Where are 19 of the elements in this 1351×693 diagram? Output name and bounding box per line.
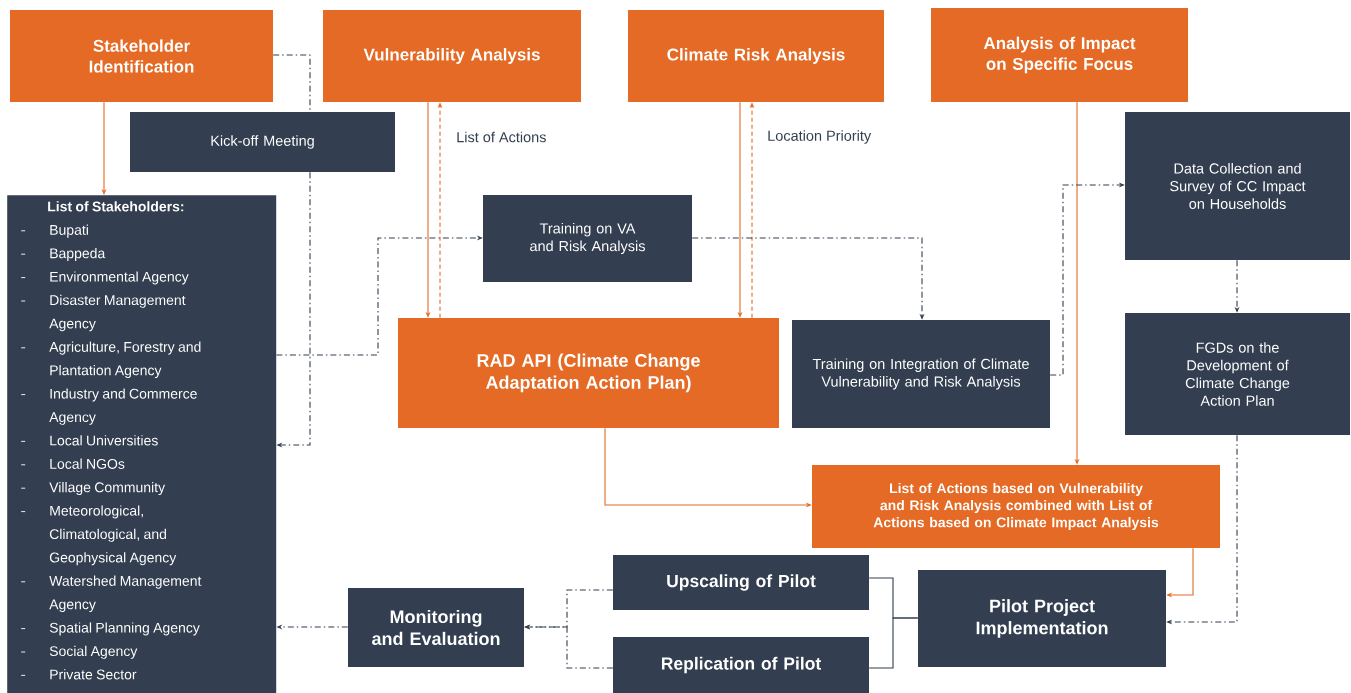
edge-label: Location Priority bbox=[766, 129, 873, 145]
process-box: List of Actions based on Vulnerability and Risk Analysis combined with List of Actions based on Climate Impact Analysis bbox=[812, 465, 1220, 548]
activity-box: Training on Integration of Climate Vulnerability and Risk Analysis bbox=[792, 320, 1050, 428]
process-box: Analysis of Impact on Specific Focus bbox=[931, 8, 1188, 102]
process-box: Climate Risk Analysis bbox=[628, 10, 884, 102]
activity-box: Pilot Project Implementation bbox=[918, 570, 1166, 667]
process-box: Vulnerability Analysis bbox=[323, 10, 581, 102]
process-box: RAD API (Climate Change Adaptation Action Plan) bbox=[398, 318, 779, 428]
connector-line bbox=[868, 617, 919, 669]
activity-box: Kick-off Meeting bbox=[130, 112, 395, 172]
edge-label: List of Actions bbox=[455, 130, 548, 144]
activity-box: Upscaling of Pilot bbox=[613, 555, 869, 610]
activity-box: Monitoring and Evaluation bbox=[348, 588, 524, 667]
activity-box: Replication of Pilot bbox=[613, 637, 869, 693]
stakeholder-list-box: List of Stakeholders: Bupati Bappeda Environmental Agency Disaster Management Agency Agriculture, Forestry and Plantation Agency Industry and Commerce Agency Local Universities Local NGOs Village Community Meteorological, Climatological, and Geophysical Agency Watershed Management Agency Spatial Planning Agency Social Agency Private Sector bbox=[7, 195, 277, 693]
activity-box: FGDs on the Development of Climate Change Action Plan bbox=[1125, 313, 1350, 435]
process-box: Stakeholder Identification bbox=[10, 10, 273, 102]
activity-box: Data Collection and Survey of CC Impact on Households bbox=[1125, 112, 1350, 260]
activity-box: Training on VA and Risk Analysis bbox=[483, 195, 692, 282]
